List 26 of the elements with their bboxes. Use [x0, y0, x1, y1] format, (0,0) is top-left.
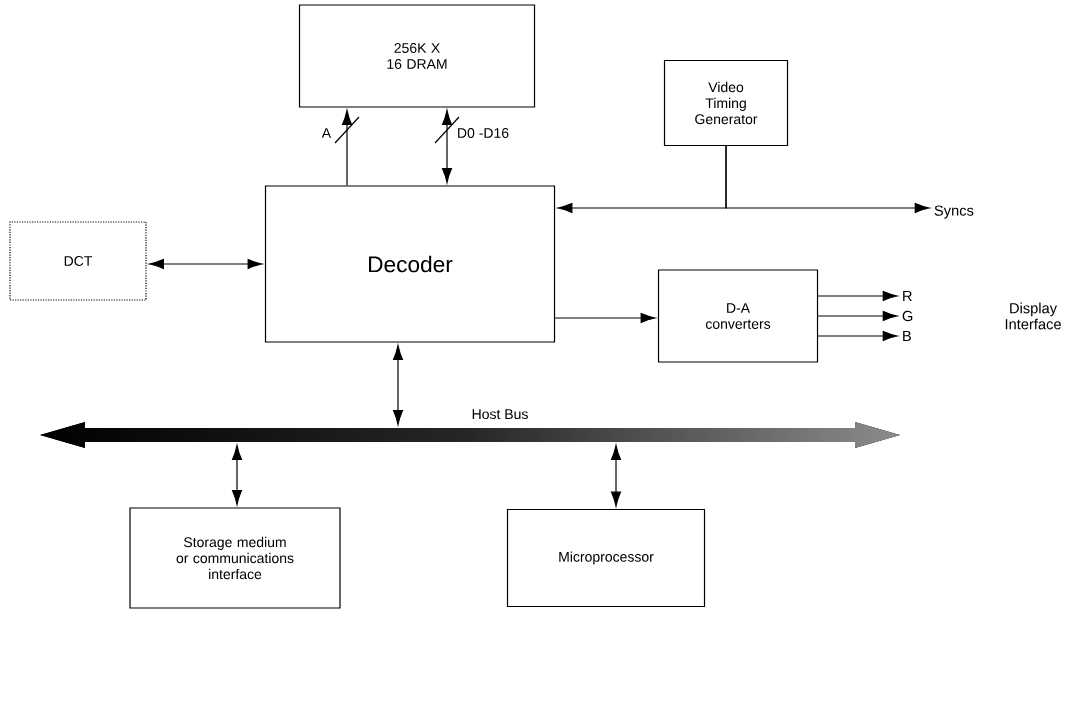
- block-box: Microprocessor: [506, 508, 706, 608]
- block-box: Storage medium or communications interface: [129, 507, 341, 609]
- arrow: [817, 291, 898, 301]
- signal-label: G: [902, 310, 913, 322]
- arrow: [232, 445, 242, 506]
- node-label: Host Bus: [472, 409, 528, 420]
- signal-label: R: [903, 290, 912, 302]
- arrow: [149, 259, 263, 269]
- edge-label: D0 -D16: [458, 128, 509, 138]
- arrow: [554, 313, 656, 323]
- arrow: [342, 110, 352, 186]
- arrow: [725, 145, 930, 213]
- block-box: 256K X 16 DRAM: [298, 4, 536, 108]
- signal-label: B: [903, 330, 911, 342]
- arrow: [611, 445, 621, 507]
- signal-label: Syncs: [934, 205, 974, 219]
- arrow: [442, 110, 452, 183]
- arrow: [817, 331, 898, 341]
- block-box: D-A converters: [657, 269, 819, 363]
- arrow: [817, 311, 898, 321]
- side-label: Display Interface: [1005, 302, 1061, 330]
- block-box: DCT: [9, 221, 147, 301]
- block-box: Video Timing Generator: [663, 59, 789, 147]
- arrow: [393, 345, 403, 426]
- edge-label: A: [321, 128, 332, 138]
- block-box: Decoder: [264, 185, 556, 343]
